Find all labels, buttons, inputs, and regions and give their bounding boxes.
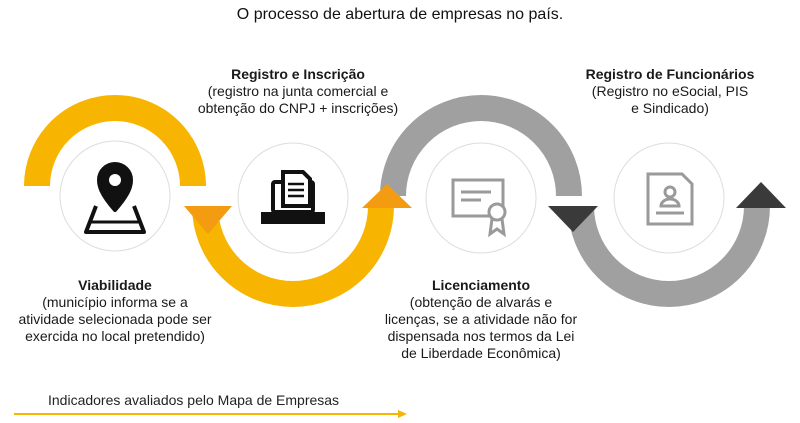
ring-registro [192, 205, 394, 307]
arrow-up-2 [362, 184, 412, 208]
arrow-down-1 [184, 206, 232, 234]
step-desc-line: (registro na junta comercial e [207, 83, 389, 99]
step-viabilidade: Viabilidade (município informa se a ativ… [6, 277, 224, 345]
step-title: Viabilidade [78, 277, 152, 293]
step-desc-line: (Registro no eSocial, PIS [591, 83, 749, 99]
step-desc-line: atividade selecionada pode ser [18, 311, 212, 327]
arrow-down-3 [548, 206, 598, 232]
ring-licenciamento [380, 95, 582, 197]
step-desc-line: licenças, se a atividade não for [384, 311, 578, 327]
legend-label: Indicadores avaliados pelo Mapa de Empre… [48, 392, 340, 408]
ring-viabilidade [24, 95, 206, 187]
ring-funcionarios [568, 205, 770, 307]
certificate-icon [451, 178, 507, 238]
step-licenciamento: Licenciamento (obtenção de alvarás e lic… [368, 277, 594, 362]
step-title: Registro e Inscrição [231, 66, 365, 82]
arrow-up-4 [736, 182, 786, 208]
laptop-document-icon [261, 170, 325, 224]
step-desc-line: exercida no local pretendido) [25, 328, 205, 344]
employee-form-icon [646, 172, 694, 226]
step-desc-line: (município informa se a [42, 294, 188, 310]
step-desc-line: dispensada nos termos da Lei [387, 328, 575, 344]
legend-arrow-icon [14, 410, 407, 418]
step-desc-line: obtenção do CNPJ + inscrições) [197, 100, 399, 116]
map-pin-icon [84, 162, 146, 234]
subtitle: O processo de abertura de empresas no pa… [236, 6, 564, 23]
step-desc-line: e Sindicado) [631, 100, 709, 116]
step-registro: Registro e Inscrição (registro na junta … [183, 66, 413, 117]
step-desc-line: (obtenção de alvarás e [409, 294, 553, 310]
step-funcionarios: Registro de Funcionários (Registro no eS… [562, 66, 778, 117]
step-title: Registro de Funcionários [585, 66, 755, 82]
circle-licenciamento [425, 142, 537, 254]
step-title: Licenciamento [431, 277, 531, 293]
step-desc-line: de Liberdade Econômica) [401, 345, 561, 361]
